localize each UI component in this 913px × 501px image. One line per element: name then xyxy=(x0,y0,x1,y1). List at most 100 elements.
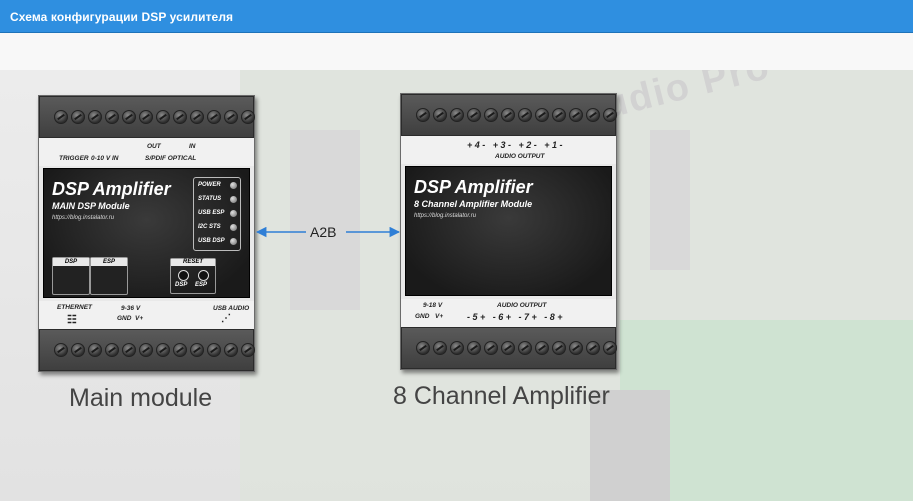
voltage-label: 9-36 V xyxy=(121,305,141,312)
screw-icon xyxy=(71,110,85,124)
screw-icon xyxy=(586,108,600,122)
background-stripe xyxy=(290,130,360,310)
reset-dsp-button xyxy=(178,270,189,281)
spdif-label: S/PDIF OPTICAL xyxy=(145,155,197,162)
screw-icon xyxy=(224,110,238,124)
screw-icon xyxy=(88,110,102,124)
amp-front-panel: DSP Amplifier 8 Channel Amplifier Module… xyxy=(405,166,612,296)
led-icon xyxy=(230,196,237,203)
main-panel-subtitle: MAIN DSP Module xyxy=(52,201,130,211)
zero-ten-v-label: 0-10 V IN xyxy=(91,155,119,162)
top-terminal-block xyxy=(39,96,255,138)
screw-icon xyxy=(122,110,136,124)
screw-icon xyxy=(173,110,187,124)
screw-icon xyxy=(105,110,119,124)
screw-icon xyxy=(156,343,170,357)
main-panel-title: DSP Amplifier xyxy=(52,179,171,199)
screw-icon xyxy=(122,343,136,357)
vplus-label: V+ xyxy=(135,315,144,322)
amp-module-caption: 8 Channel Amplifier xyxy=(393,382,610,410)
top-audio-output-label: AUDIO OUTPUT xyxy=(495,153,545,160)
window-titlebar: Схема конфигурации DSP усилителя xyxy=(0,0,913,33)
reset-title: RESET xyxy=(171,259,215,266)
bottom-terminal-block xyxy=(39,329,255,371)
screw-icon xyxy=(552,108,566,122)
screw-icon xyxy=(207,343,221,357)
screw-icon xyxy=(603,341,617,355)
screw-icon xyxy=(569,341,583,355)
top-label-strip: TRIGGER 0-10 V IN OUT IN S/PDIF OPTICAL xyxy=(39,138,254,166)
led-label-i2c-sts: I2C STS xyxy=(198,224,221,230)
amp-module: + 4 - + 3 - + 2 - + 1 - AUDIO OUTPUT DSP… xyxy=(400,93,617,370)
screw-icon xyxy=(139,110,153,124)
amp-gnd-label: GND xyxy=(415,313,430,320)
led-icon xyxy=(230,210,237,217)
diagram-canvas: DSP Audio Pro TRIGGER 0-10 V IN OUT IN S… xyxy=(0,70,913,501)
reset-esp-button xyxy=(198,270,209,281)
amp-panel-url: https://blog.instalator.ru xyxy=(414,213,477,219)
led-icon xyxy=(230,224,237,231)
screw-icon xyxy=(586,341,600,355)
screw-icon xyxy=(241,343,255,357)
ethernet-icon: ☷ xyxy=(67,314,77,326)
top-terminal-block xyxy=(401,94,617,136)
screw-icon xyxy=(433,108,447,122)
trigger-label: TRIGGER xyxy=(59,155,89,162)
screw-icon xyxy=(518,108,532,122)
main-panel-url: https://blog.instalator.ru xyxy=(52,215,115,221)
screw-icon xyxy=(450,341,464,355)
screw-icon xyxy=(467,341,481,355)
toolbar-strip xyxy=(0,33,913,71)
dsp-port: DSP xyxy=(52,257,90,295)
screw-icon xyxy=(416,341,430,355)
background-stripe xyxy=(590,390,670,501)
led-icon xyxy=(230,238,237,245)
background-stripe xyxy=(650,130,690,270)
screw-icon xyxy=(88,343,102,357)
amp-panel-subtitle: 8 Channel Amplifier Module xyxy=(414,199,533,209)
in-label: IN xyxy=(189,143,196,150)
screw-icon xyxy=(416,108,430,122)
reset-dsp-label: DSP xyxy=(175,282,188,288)
out-label: OUT xyxy=(147,143,161,150)
main-front-panel: DSP Amplifier MAIN DSP Module https://bl… xyxy=(43,168,250,298)
screw-icon xyxy=(484,108,498,122)
screw-icon xyxy=(535,341,549,355)
screw-icon xyxy=(71,343,85,357)
led-label-status: STATUS xyxy=(198,196,222,202)
top-channel-labels: + 4 - + 3 - + 2 - + 1 - xyxy=(467,140,563,150)
screw-icon xyxy=(190,343,204,357)
status-led-box: POWER STATUS USB ESP I2C STS USB DSP xyxy=(193,177,241,251)
screw-icon xyxy=(190,110,204,124)
window-title: Схема конфигурации DSP усилителя xyxy=(10,10,234,24)
bottom-label-strip: ETHERNET ☷ 9-36 V GND V+ USB AUDIO ⋰ xyxy=(39,301,254,331)
screw-icon xyxy=(569,108,583,122)
amp-vplus-label: V+ xyxy=(435,313,444,320)
main-module: TRIGGER 0-10 V IN OUT IN S/PDIF OPTICAL … xyxy=(38,95,255,372)
screw-icon xyxy=(603,108,617,122)
screw-icon xyxy=(173,343,187,357)
screw-icon xyxy=(450,108,464,122)
screw-icon xyxy=(552,341,566,355)
screw-icon xyxy=(139,343,153,357)
screw-icon xyxy=(105,343,119,357)
screw-icon xyxy=(501,108,515,122)
amp-panel-title: DSP Amplifier xyxy=(414,177,533,197)
screw-icon xyxy=(467,108,481,122)
screw-icon xyxy=(535,108,549,122)
led-label-usb-esp: USB ESP xyxy=(198,210,225,216)
bottom-terminal-block xyxy=(401,327,617,369)
main-module-caption: Main module xyxy=(69,384,213,412)
screw-icon xyxy=(224,343,238,357)
screw-icon xyxy=(433,341,447,355)
usb-icon: ⋰ xyxy=(221,313,231,324)
led-label-usb-dsp: USB DSP xyxy=(198,238,225,244)
screw-icon xyxy=(518,341,532,355)
screw-icon xyxy=(207,110,221,124)
amp-voltage-label: 9-18 V xyxy=(423,302,443,309)
led-icon xyxy=(230,182,237,189)
a2b-label: A2B xyxy=(310,224,337,240)
screw-icon xyxy=(501,341,515,355)
bottom-audio-output-label: AUDIO OUTPUT xyxy=(497,302,547,309)
led-label-power: POWER xyxy=(198,182,221,188)
